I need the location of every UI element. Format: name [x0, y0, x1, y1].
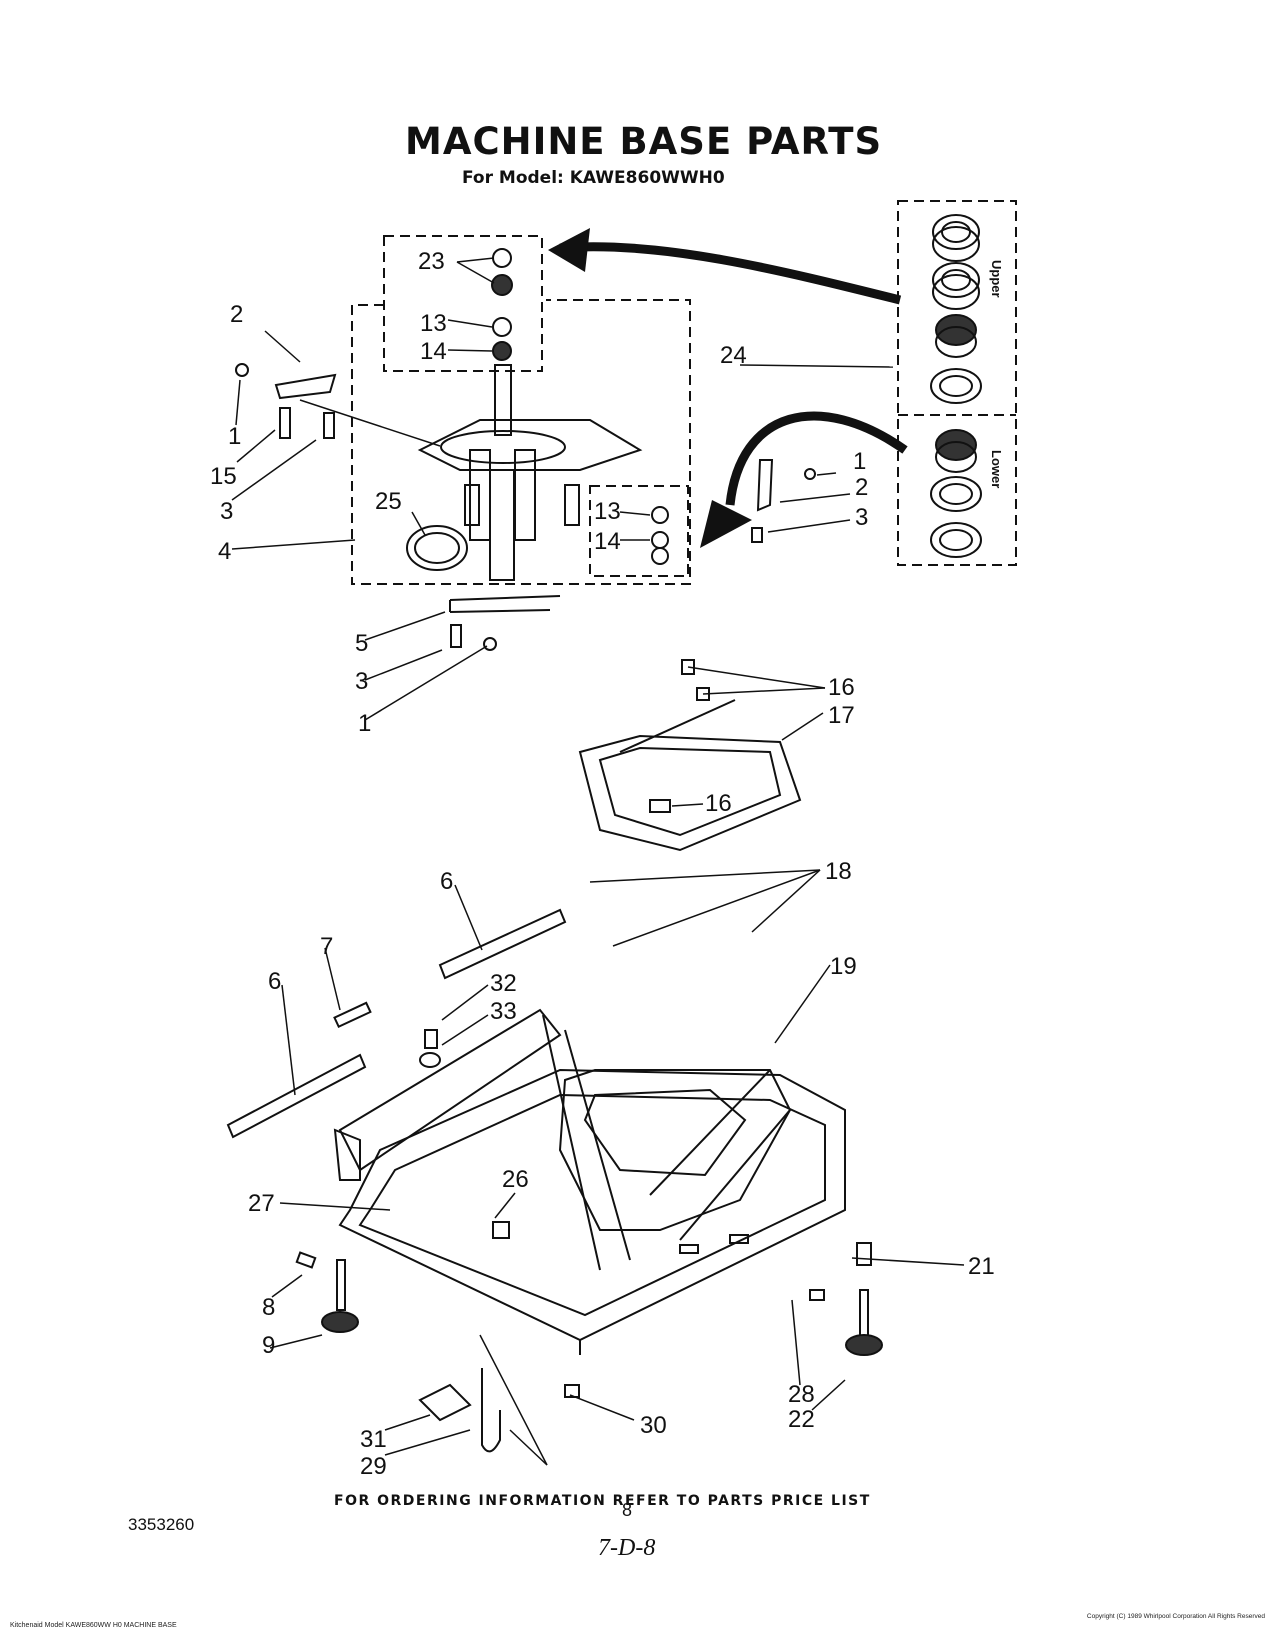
callout-24: 24: [720, 342, 747, 369]
tub-support-frame: [578, 659, 802, 852]
callout-4: 4: [218, 538, 232, 565]
callout-9: 9: [262, 1332, 276, 1359]
callout-2: 2: [230, 301, 244, 328]
callout-6: 6: [440, 868, 454, 895]
callout-3: 3: [355, 668, 369, 695]
inset-label-upper: Upper: [989, 260, 1004, 298]
callout-2: 2: [855, 474, 869, 501]
callout-3: 3: [855, 504, 869, 531]
arrow-to-right-box: [725, 411, 908, 506]
callout-3: 3: [220, 498, 234, 525]
callout-1: 1: [358, 710, 372, 737]
callout-14: 14: [594, 528, 621, 555]
page-number: 8: [622, 1500, 633, 1520]
callout-31: 31: [360, 1426, 387, 1453]
callout-22: 22: [788, 1406, 815, 1433]
bearing-rings: [930, 214, 982, 558]
machine-base-frame: [333, 1008, 846, 1355]
callout-26: 26: [502, 1166, 529, 1193]
brackets-and-springs: [235, 363, 816, 651]
callout-5: 5: [355, 630, 369, 657]
inset-label-lower: Lower: [989, 450, 1004, 489]
callout-13: 13: [594, 498, 621, 525]
callout-30: 30: [640, 1412, 667, 1439]
bearing-group-box-right: [589, 485, 689, 577]
document-number: 3353260: [128, 1515, 195, 1534]
callout-18: 18: [825, 858, 852, 885]
rails-and-legs: [226, 908, 883, 1453]
handwritten-note: 7-D-8: [598, 1535, 656, 1561]
callout-7: 7: [320, 933, 334, 960]
fine-print-left: Kitchenaid Model KAWE860WW H0 MACHINE BA…: [10, 1622, 177, 1629]
leader-lines: [231, 257, 965, 1466]
callout-33: 33: [490, 998, 517, 1025]
callout-8: 8: [262, 1294, 276, 1321]
transmission-group-box: [351, 299, 691, 585]
callout-6: 6: [268, 968, 282, 995]
fine-print-right: Copyright (C) 1989 Whirlpool Corporation…: [1086, 1613, 1265, 1620]
arrow-to-top-box: [559, 242, 902, 305]
callout-23: 23: [418, 248, 445, 275]
callout-21: 21: [968, 1253, 995, 1280]
callout-27: 27: [248, 1190, 275, 1217]
callout-14: 14: [420, 338, 447, 365]
callout-28: 28: [788, 1381, 815, 1408]
transmission-assembly: [406, 364, 643, 613]
callout-19: 19: [830, 953, 857, 980]
callout-15: 15: [210, 463, 237, 490]
arrow-head-right: [700, 500, 752, 548]
small-bearings: [491, 248, 669, 565]
callout-25: 25: [375, 488, 402, 515]
callout-16: 16: [828, 674, 855, 701]
callout-13: 13: [420, 310, 447, 337]
callout-1: 1: [228, 423, 242, 450]
callout-16: 16: [705, 790, 732, 817]
callout-1: 1: [853, 448, 867, 475]
callout-17: 17: [828, 702, 855, 729]
arrow-head-top: [548, 228, 590, 272]
ordering-note: FOR ORDERING INFORMATION REFER TO PARTS …: [334, 1493, 871, 1509]
callout-29: 29: [360, 1453, 387, 1480]
page-title: MACHINE BASE PARTS: [405, 120, 883, 163]
callout-32: 32: [490, 970, 517, 997]
model-subtitle: For Model: KAWE860WWH0: [462, 168, 725, 188]
dashed-group-boxes: [351, 200, 1017, 585]
bearing-group-box-top: [383, 235, 543, 372]
